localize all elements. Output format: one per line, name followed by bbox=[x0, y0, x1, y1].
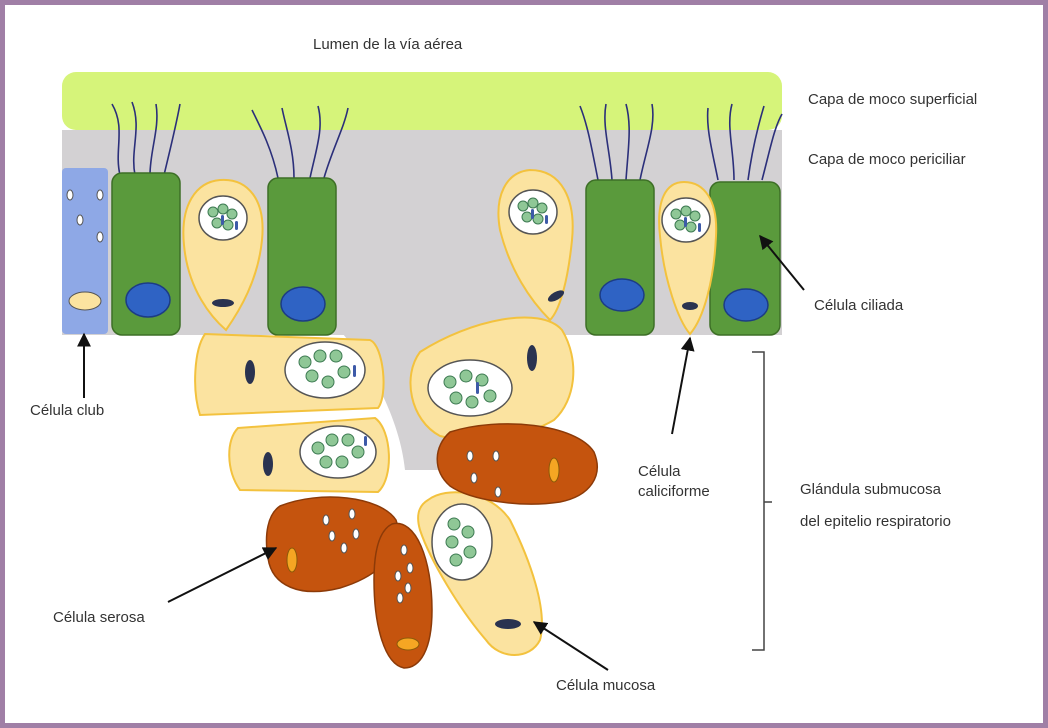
lumen-label: Lumen de la vía aérea bbox=[313, 36, 463, 53]
superficial-mucus-layer bbox=[62, 72, 782, 130]
gland-bracket bbox=[752, 352, 772, 650]
mucous-cell-arrow bbox=[534, 622, 608, 670]
serous-cell bbox=[374, 523, 432, 668]
ciliated-cell bbox=[586, 180, 654, 335]
goblet-cell-label-line1: Célula bbox=[638, 463, 681, 480]
superficial-mucus-label: Capa de moco superficial bbox=[808, 91, 977, 108]
ciliated-cell bbox=[710, 182, 780, 335]
club-cell bbox=[62, 168, 108, 334]
ciliated-cell-label: Célula ciliada bbox=[814, 297, 904, 314]
serous-cell-arrow bbox=[168, 548, 276, 602]
periciliary-mucus-label: Capa de moco periciliar bbox=[808, 151, 966, 168]
ciliated-cell bbox=[268, 178, 336, 335]
gland-label-line2: del epitelio respiratorio bbox=[800, 513, 951, 530]
mucous-cell bbox=[195, 334, 383, 415]
mucous-cell-label: Célula mucosa bbox=[556, 677, 656, 694]
mucous-cell bbox=[418, 492, 542, 655]
mucous-cell bbox=[229, 418, 389, 492]
serous-cell-label: Célula serosa bbox=[53, 609, 145, 626]
goblet-cell-label-line2: caliciforme bbox=[638, 483, 710, 500]
goblet-cell-arrow bbox=[672, 338, 690, 434]
serous-cell bbox=[437, 424, 597, 504]
gland-label-line1: Glándula submucosa bbox=[800, 481, 942, 498]
ciliated-cell bbox=[112, 173, 180, 335]
club-cell-label: Célula club bbox=[30, 402, 104, 419]
